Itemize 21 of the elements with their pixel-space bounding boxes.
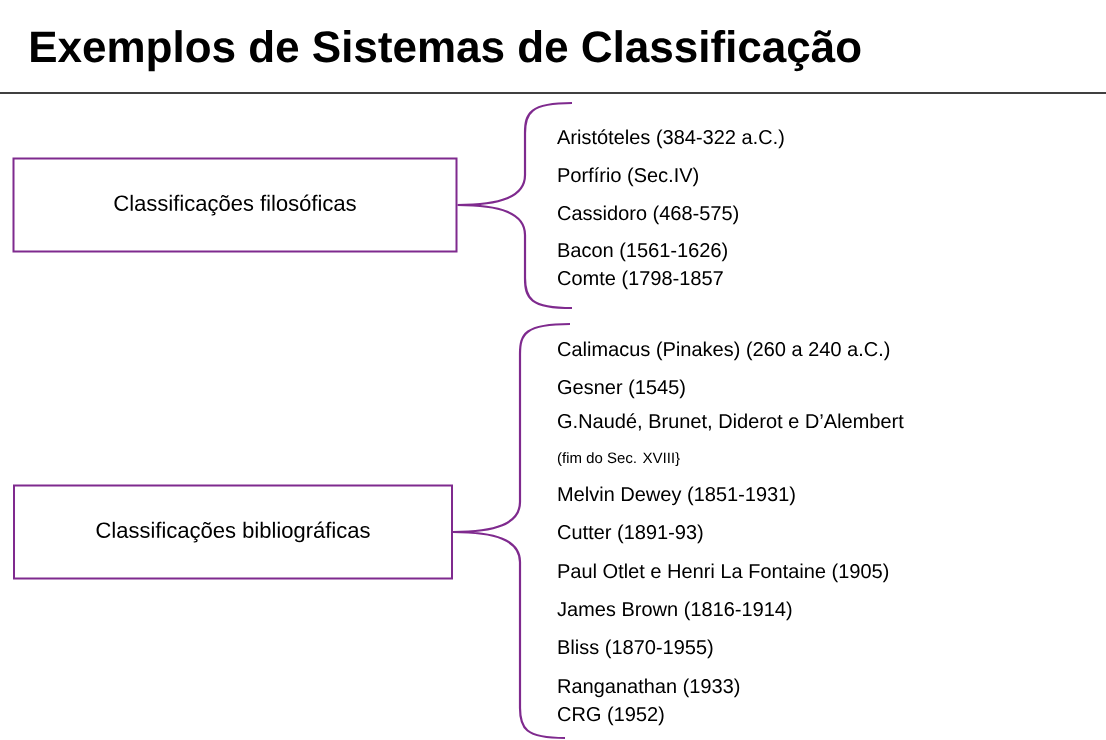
list-item: Ranganathan (1933)	[558, 678, 740, 698]
list-item: Comte (1798-1857	[558, 270, 723, 290]
list-item: James Brown (1816-1914)	[557, 601, 792, 621]
list-item: Cassidoro (468-575)	[558, 205, 739, 225]
list-item: Bliss (1870-1955)	[558, 639, 713, 659]
list-item: Porfírio (Sec.IV)	[558, 167, 698, 187]
list-item: Aristóteles (384-322 a.C.)	[557, 129, 784, 149]
list-item: CRG (1952)	[558, 706, 664, 726]
category-box: Classificações bibliográficas	[13, 484, 453, 580]
list-item: Gesner (1545)	[558, 379, 685, 399]
list-item: Paul Otlet e Henri La Fontaine (1905)	[558, 563, 889, 583]
list-item: G.Naudé, Brunet, Diderot e D’Alembert	[558, 413, 904, 431]
curly-brace	[451, 322, 572, 740]
list-item: Calimacus (Pinakes) (260 a 240 a.C.)	[558, 341, 890, 361]
list-item: Cutter (1891-93)	[558, 524, 703, 544]
curly-brace	[456, 101, 574, 310]
list-item: Melvin Dewey (1851-1931)	[558, 486, 795, 506]
list-item: Bacon (1561-1626)	[558, 242, 727, 262]
category-box: Classificações filosóficas	[12, 157, 458, 253]
list-item: (fim do Sec. XVIII}	[557, 452, 680, 467]
title: Exemplos de Sistemas de Classificação	[31, 30, 861, 72]
